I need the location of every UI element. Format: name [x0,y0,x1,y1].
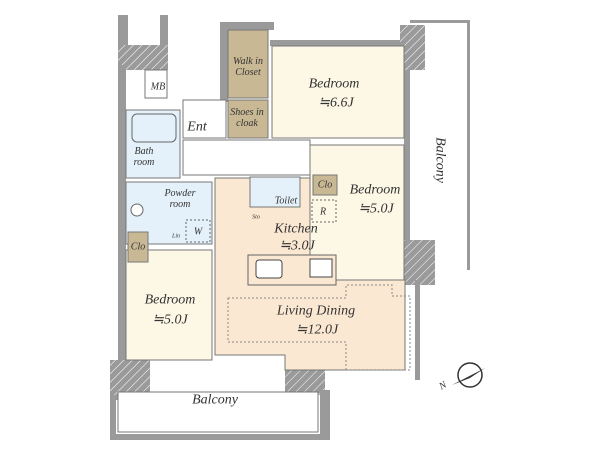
washer-label: W [193,226,203,238]
fridge-label: R [319,206,327,218]
bedroom-3-area [125,249,213,361]
corridor [182,139,311,176]
walk-in-closet-line2: Closet [235,67,261,78]
mb-area [144,69,168,99]
compass-icon [452,362,485,388]
fridge-area [311,199,337,223]
bedroom-1-name: Bedroom [308,76,360,92]
powder-line2: room [169,199,191,210]
balcony-bottom-area [117,391,319,433]
clo-left-label: Clo [130,241,146,253]
bedroom-1-area-label: ≒6.6J [318,95,354,111]
walk-in-closet-area [227,29,269,99]
living-dining-name: Living Dining [276,303,356,319]
bathtub [131,113,177,143]
balcony-bottom-label: Balcony [192,392,238,408]
shoes-cloak-area [227,99,269,139]
stove [309,258,333,278]
powder-line1: Powder [164,188,196,199]
bedroom-2-name: Bedroom [349,182,401,198]
toilet-label: Toilet [274,195,298,207]
shoes-line1: Shoes in [230,107,264,118]
clo-right-label: Clo [317,179,333,191]
kitchen-name: Kitchen [274,221,318,237]
living-dining-area-label: ≒12.0J [295,322,339,338]
lin-label: Lin [171,233,181,240]
toilet-area [249,176,301,208]
bedroom-2-area-label: ≒5.0J [358,201,394,217]
kitchen-sink [255,259,283,279]
bedroom-1-area [271,45,405,139]
clo-left-area [127,231,149,263]
clo-right-area [312,174,338,196]
bedroom-3-name: Bedroom [144,292,196,308]
ent-label: Ent [187,119,207,135]
shoes-line2: cloak [236,118,258,129]
dining-rug [227,284,411,371]
bath-line1: Bath [134,146,154,157]
walk-in-closet-line1: Walk in [233,56,263,67]
bath-line2: room [133,157,155,168]
kitchen-area-label: ≒3.0J [279,238,315,254]
entrance-area [182,99,227,139]
balcony-right-label: Balcony [432,137,448,183]
bedroom-3-area-label: ≒5.0J [152,312,188,328]
sto-label: Sto [252,214,260,221]
mb-label: MB [150,81,166,93]
washer-area [185,219,211,243]
sink [130,203,144,217]
